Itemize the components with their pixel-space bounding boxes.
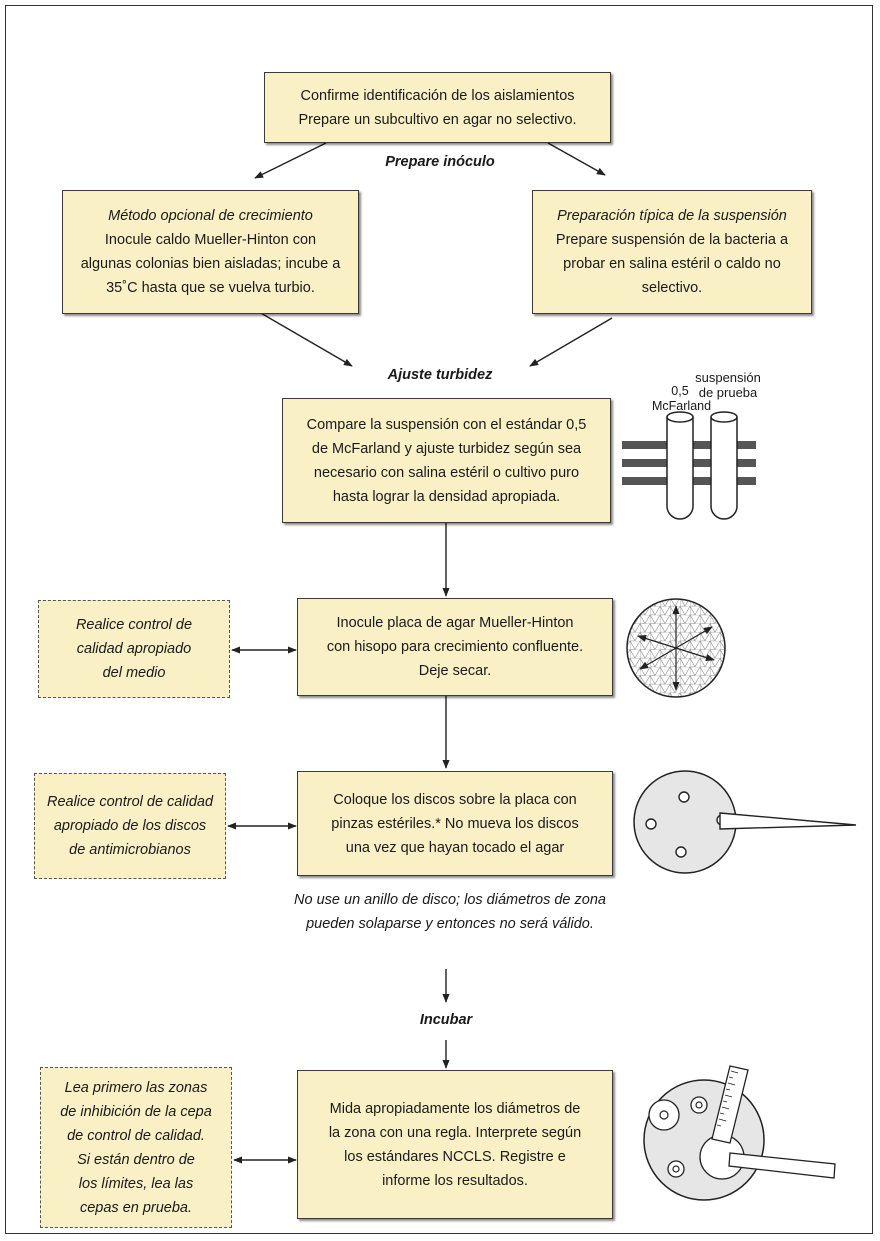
box-title: Preparación típica de la suspensión [557, 208, 787, 224]
box-line: Lea primero las zonas [64, 1079, 208, 1096]
arrow-growth-to-adjust [258, 311, 353, 367]
box-line: Confirme identificación de los aislamien… [300, 87, 575, 104]
tube-label-line: 0,5 [671, 384, 689, 398]
box-line: Prepare suspensión de la bacteria a [555, 232, 789, 248]
box-line: de antimicrobianos [69, 842, 191, 858]
prepare-inoculum-label: Prepare inóculo [385, 154, 495, 170]
arrow-suspension-to-adjust [529, 317, 613, 367]
box-line: Coloque los discos sobre la placa con [333, 791, 577, 808]
box-line: cepas en prueba. [79, 1199, 193, 1216]
measure-zones-box: Mida apropiadamente los diámetros de la … [297, 1070, 613, 1219]
box-line: Inocule placa de agar Mueller-Hinton [336, 615, 574, 631]
box-line: Mida apropiadamente los diámetros de [329, 1100, 581, 1117]
tube-label-line: McFarland [652, 399, 712, 413]
box-line: apropiado de los discos [53, 818, 207, 834]
compare-suspension-box: Compare la suspensión con el estándar 0,… [282, 398, 611, 523]
suspension-prep-box: Preparación típica de la suspensión Prep… [532, 190, 812, 314]
growth-method-box: Método opcional de crecimiento Inocule c… [62, 190, 359, 314]
tube-label-line: suspensión [695, 370, 761, 385]
confirm-isolates-box: Confirme identificación de los aislamien… [264, 72, 611, 143]
box-line: Realice control de [75, 617, 193, 633]
qc-read-box: Lea primero las zonas de inhibición de l… [40, 1067, 232, 1228]
qc-discs-box: Realice control de calidad apropiado de … [34, 773, 226, 879]
box-line: Deje secar. [418, 663, 492, 679]
box-line: pinzas estériles.* No mueva los discos [331, 815, 579, 832]
box-line: hasta lograr la densidad apropiada. [332, 488, 561, 505]
box-line: una vez que hayan tocado el agar [345, 839, 565, 856]
box-line: Compare la suspensión con el estándar 0,… [306, 416, 587, 433]
box-line: Realice control de calidad [46, 794, 214, 810]
box-line: informe los resultados. [382, 1172, 528, 1189]
box-line: calidad apropiado [76, 641, 192, 657]
note-line: No use un anillo de disco; los diámetros… [294, 892, 606, 908]
box-line: de control de calidad. [67, 1127, 205, 1144]
box-line: los estándares NCCLS. Registre e [344, 1148, 566, 1165]
box-line: de inhibición de la cepa [60, 1103, 212, 1120]
box-line: Inocule caldo Mueller-Hinton con [104, 232, 317, 248]
box-line: del medio [102, 665, 166, 681]
inoculate-plate-box: Inocule placa de agar Mueller-Hinton con… [297, 598, 613, 696]
mcfarland-tube-label: 0,5 McFarland [652, 384, 712, 414]
adjust-turbidity-label: Ajuste turbidez [387, 367, 493, 383]
disc-ring-note: No use un anillo de disco; los diámetros… [240, 888, 660, 936]
qc-medium-box: Realice control de calidad apropiado del… [38, 600, 230, 698]
tube-label-line: de prueba [698, 385, 758, 400]
box-line: Si están dentro de [77, 1151, 195, 1168]
box-line: 35˚C hasta que se vuelva turbio. [106, 280, 315, 296]
swabbed-plate-illustration [626, 598, 726, 698]
box-line: la zona con una regla. Interprete según [328, 1124, 582, 1141]
place-discs-box: Coloque los discos sobre la placa con pi… [297, 771, 613, 876]
box-line: de McFarland y ajuste turbidez según sea [311, 440, 582, 457]
box-line: selectivo. [641, 280, 703, 296]
arrow-to-growth [254, 142, 327, 179]
box-line: Prepare un subcultivo en agar no selecti… [298, 111, 577, 128]
box-line: algunas colonias bien aisladas; incube a [80, 256, 341, 272]
disc-plate-illustration [633, 770, 857, 874]
note-line: pueden solaparse y entonces no será váli… [306, 916, 594, 932]
box-line: probar en salina estéril o caldo no [563, 256, 781, 272]
incubate-label: Incubar [419, 1012, 473, 1028]
box-line: los límites, lea las [78, 1175, 194, 1192]
box-line: necesario con salina estéril o cultivo p… [313, 464, 580, 481]
arrow-to-suspension [547, 142, 606, 176]
test-tube-label: suspensión de prueba [690, 370, 766, 400]
mcfarland-tubes-illustration [622, 411, 756, 520]
box-line: con hisopo para crecimiento confluente. [326, 639, 584, 655]
box-title: Método opcional de crecimiento [108, 208, 313, 224]
ruler-plate-illustration [643, 1065, 836, 1201]
